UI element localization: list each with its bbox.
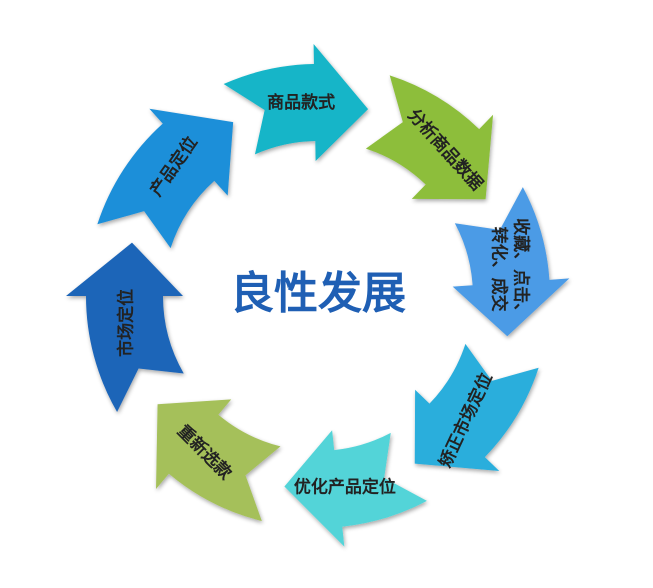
label-product-style: 商品款式 bbox=[267, 92, 335, 113]
arrow-market-position bbox=[66, 242, 184, 412]
arrow-analyze-data bbox=[365, 75, 494, 200]
arrow-product-style bbox=[223, 44, 369, 162]
label-market-position: 市场定位 bbox=[115, 289, 136, 357]
cycle-arrows bbox=[66, 44, 570, 547]
label-collect-click: 收藏、点击、转化、成交 bbox=[489, 218, 532, 320]
arrow-correct-market bbox=[414, 343, 539, 472]
center-title: 良性发展 bbox=[230, 268, 406, 319]
arrow-collect-click bbox=[452, 187, 570, 337]
label-optimize-position: 优化产品定位 bbox=[294, 477, 396, 498]
arrow-optimize-position bbox=[284, 430, 427, 547]
arrow-reselect-style bbox=[156, 399, 281, 522]
arrow-product-position bbox=[97, 108, 234, 249]
